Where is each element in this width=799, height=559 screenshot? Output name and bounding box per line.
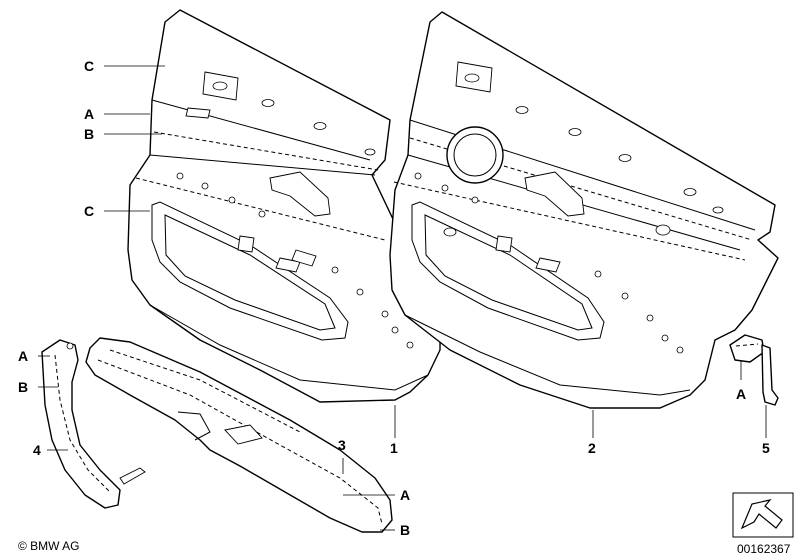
callout-a-armrest: A	[400, 487, 411, 503]
copyright-notice: © BMW AG	[18, 539, 80, 553]
callout-item-2: 2	[588, 440, 596, 456]
callout-b-upper-trim: B	[84, 126, 95, 142]
callout-item-5: 5	[762, 440, 770, 456]
arrow-badge-icon	[732, 492, 794, 538]
grab-handle-4	[41, 339, 146, 509]
callout-a-handle: A	[18, 348, 29, 364]
door-panel-2	[389, 11, 779, 409]
callout-c-upper-trim: C	[84, 58, 95, 74]
clip-5	[729, 334, 779, 406]
diagram-number: 00162367	[737, 542, 791, 556]
leader-lines	[38, 65, 767, 531]
callout-b-handle: B	[18, 379, 29, 395]
callout-item-4: 4	[33, 442, 41, 458]
callout-a-upper-trim: A	[84, 106, 95, 122]
callout-a-clip: A	[736, 386, 747, 402]
callout-b-armrest: B	[400, 522, 411, 538]
callout-item-1: 1	[390, 440, 398, 456]
callout-c-lower-trim: C	[84, 203, 95, 219]
callout-item-3: 3	[338, 437, 346, 453]
armrest-3	[85, 337, 393, 533]
door-panel-1	[127, 9, 441, 403]
